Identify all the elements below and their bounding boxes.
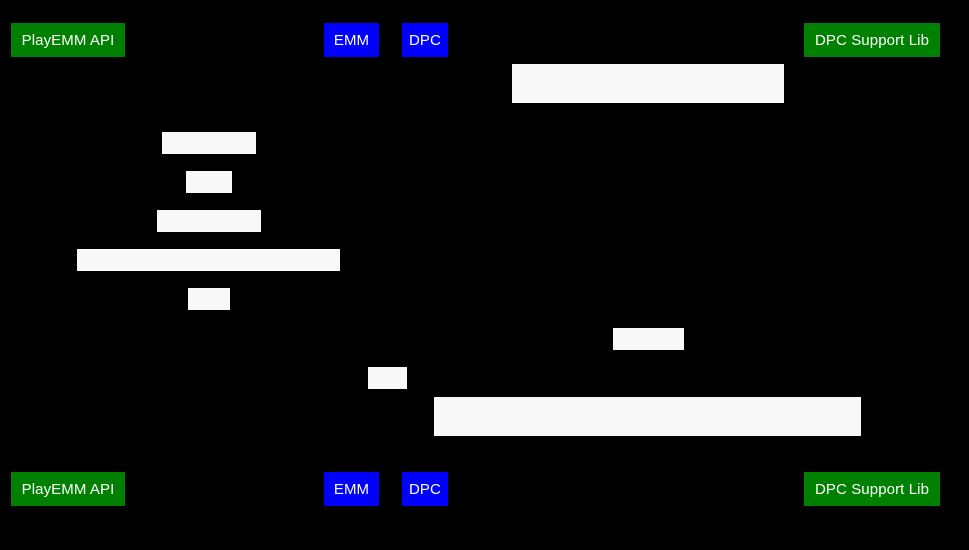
message-label-user-id: userID xyxy=(186,171,232,227)
actor-foot-emm-label: EMM xyxy=(333,480,370,498)
actor-head-dpc[interactable]: DPC xyxy=(402,23,448,57)
sequence-diagram: PlayEMM API EMM DPC DPC Support Lib andr… xyxy=(11,23,940,510)
actor-foot-dpc-label: DPC xyxy=(409,480,441,498)
actor-head-dpc-label: DPC xyxy=(409,31,441,49)
message-label-token-to-dpc: token xyxy=(368,367,407,423)
message-line-1: token xyxy=(191,328,227,344)
message-line-2: .ensureWorkingEnvironment(callback) xyxy=(525,161,771,177)
message-line-1: androidForWorkAccountSupport xyxy=(544,104,752,120)
message-label-callback: callback() xyxy=(613,328,684,384)
actor-head-playemm-api[interactable]: PlayEMM API xyxy=(11,23,125,57)
message-label-token-to-emm: token xyxy=(188,288,230,344)
message-line-1: androidForWorkAccountSupport xyxy=(544,437,751,453)
actor-foot-emm[interactable]: EMM xyxy=(324,472,379,506)
actor-head-dpc-support-lib-label: DPC Support Lib xyxy=(814,31,930,49)
message-label-generate-authentication-token: users.generateAuthenticationToken() xyxy=(77,249,340,305)
actor-head-emm[interactable]: EMM xyxy=(324,23,379,57)
message-line-2: .addAndroidForWorkAccount(token, account… xyxy=(453,494,842,510)
actor-foot-dpc-support-lib[interactable]: DPC Support Lib xyxy=(804,472,940,506)
actor-head-dpc-support-lib[interactable]: DPC Support Lib xyxy=(804,23,940,57)
message-label-add-android-for-work-account: androidForWorkAccountSupport .addAndroid… xyxy=(434,397,861,510)
actor-head-emm-label: EMM xyxy=(333,31,370,49)
message-label-users-update: users.update() xyxy=(157,210,261,266)
actor-head-playemm-api-label: PlayEMM API xyxy=(21,31,115,49)
message-line-1: callback() xyxy=(617,368,680,384)
message-line-1: token xyxy=(370,407,406,423)
actor-foot-playemm-api[interactable]: PlayEMM API xyxy=(11,472,125,506)
message-label-ensure-working-environment: androidForWorkAccountSupport .ensureWork… xyxy=(512,64,784,177)
actor-foot-dpc[interactable]: DPC xyxy=(402,472,448,506)
actor-foot-dpc-support-lib-label: DPC Support Lib xyxy=(814,480,930,498)
message-label-users-insert: users.insert() xyxy=(162,132,256,188)
actor-foot-playemm-api-label: PlayEMM API xyxy=(21,480,115,498)
